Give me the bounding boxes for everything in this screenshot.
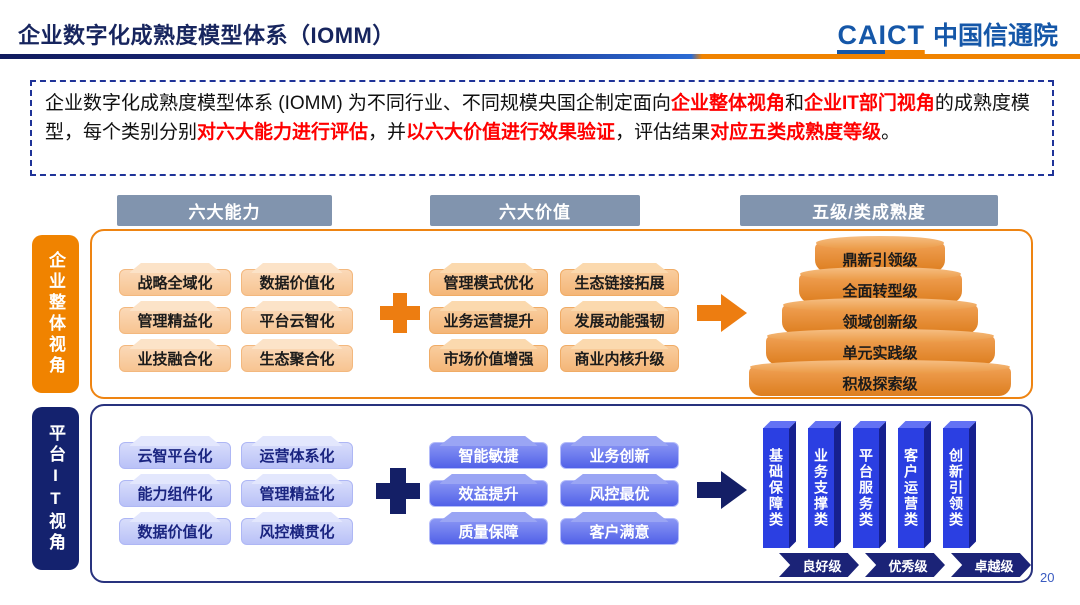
caict-chinese-name: 中国信通院 [932,22,1058,50]
intro-segment-em: 对应五类成熟度等级 [710,121,882,143]
plus-icon [376,468,420,514]
header-divider [0,54,1080,59]
category-bar-label: 业务支撑类 [813,448,829,528]
caict-logo: CAICT 中国信通院 [837,16,1058,54]
value-item: 市场价值增强 [429,345,548,372]
grade-chevrons: 良好级 优秀级 卓越级 [779,553,1031,577]
intro-segment-em: 企业IT部门视角 [803,93,935,114]
intro-segment-em: 以六大价值进行效果验证 [406,121,616,143]
value-item: 质量保障 [429,518,548,545]
capability-item: 数据价值化 [241,269,353,296]
category-bar: 基础保障类 [763,428,789,548]
column-header-values: 六大价值 [430,195,640,226]
capability-item: 平台云智化 [241,307,353,334]
enterprise-values: 管理模式优化 生态链接拓展 业务运营提升 发展动能强韧 市场价值增强 商业内核升… [429,269,679,372]
intro-segment-em: 企业整体视角 [670,93,785,114]
plus-icon [380,293,420,333]
grade-chevron: 优秀级 [865,553,945,577]
value-item: 生态链接拓展 [560,269,679,296]
platform-capabilities: 云智平台化 运营体系化 能力组件化 管理精益化 数据价值化 风控横贯化 [119,442,353,545]
enterprise-capabilities: 战略全域化 数据价值化 管理精益化 平台云智化 业技融合化 生态聚合化 [119,269,353,372]
value-item: 业务运营提升 [429,307,548,334]
category-bar: 业务支撑类 [808,428,834,548]
caict-wordmark: CAICT [837,20,925,54]
capability-item: 战略全域化 [119,269,231,296]
intro-segment: 和 [784,93,804,114]
value-item: 商业内核升级 [560,345,679,372]
value-item: 业务创新 [560,442,679,469]
capability-item: 数据价值化 [119,518,231,545]
category-bar-label: 客户运营类 [903,448,919,528]
capability-item: 风控横贯化 [241,518,353,545]
capability-item: 云智平台化 [119,442,231,469]
capability-item: 管理精益化 [119,307,231,334]
intro-segment: 的成熟度模型，每个类别分别 [45,93,1030,143]
category-bar-label: 基础保障类 [768,448,784,528]
value-item: 发展动能强韧 [560,307,679,334]
intro-segment: 。 [881,121,901,143]
page-number: 20 [1040,570,1055,585]
value-item: 风控最优 [560,480,679,507]
capability-item: 管理精益化 [241,480,353,507]
right-arrow-icon [697,471,747,509]
intro-segment-em: 对六大能力进行评估 [197,121,369,143]
intro-segment: ，并 [368,121,407,143]
capability-item: 能力组件化 [119,480,231,507]
intro-segment: ，评估结果 [615,121,711,143]
intro-segment: 企业数字化成熟度模型体系 (IOMM) 为不同行业、不同规模央国企制定面向 [45,93,671,114]
maturity-pyramid: 鼎新引领级 全面转型级 领域创新级 单元实践级 积极探索级 [749,236,1011,398]
value-item: 管理模式优化 [429,269,548,296]
category-bars: 基础保障类 业务支撑类 平台服务类 客户运营类 创新引领类 [763,428,969,548]
category-bar: 客户运营类 [898,428,924,548]
value-item: 智能敏捷 [429,442,548,469]
maturity-level: 领域创新级 [782,298,978,334]
category-bar-label: 平台服务类 [858,448,874,528]
column-header-capabilities: 六大能力 [117,195,332,226]
grade-chevron: 卓越级 [951,553,1031,577]
column-header-maturity: 五级/类成熟度 [740,195,998,226]
capability-item: 业技融合化 [119,345,231,372]
platform-view-tab: 平台IT视角 [32,407,79,570]
value-item: 效益提升 [429,480,548,507]
category-bar: 创新引领类 [943,428,969,548]
right-arrow-icon [697,294,747,332]
platform-values: 智能敏捷 业务创新 效益提升 风控最优 质量保障 客户满意 [429,442,679,545]
category-bar-label: 创新引领类 [948,448,964,528]
intro-text-box: 企业数字化成熟度模型体系 (IOMM) 为不同行业、不同规模央国企制定面向企业整… [30,80,1054,176]
value-item: 客户满意 [560,518,679,545]
grade-chevron: 良好级 [779,553,859,577]
enterprise-view-tab: 企业整体视角 [32,235,79,393]
category-bar: 平台服务类 [853,428,879,548]
capability-item: 生态聚合化 [241,345,353,372]
capability-item: 运营体系化 [241,442,353,469]
maturity-level: 积极探索级 [749,360,1011,396]
page-title: 企业数字化成熟度模型体系（IOMM） [18,23,395,48]
